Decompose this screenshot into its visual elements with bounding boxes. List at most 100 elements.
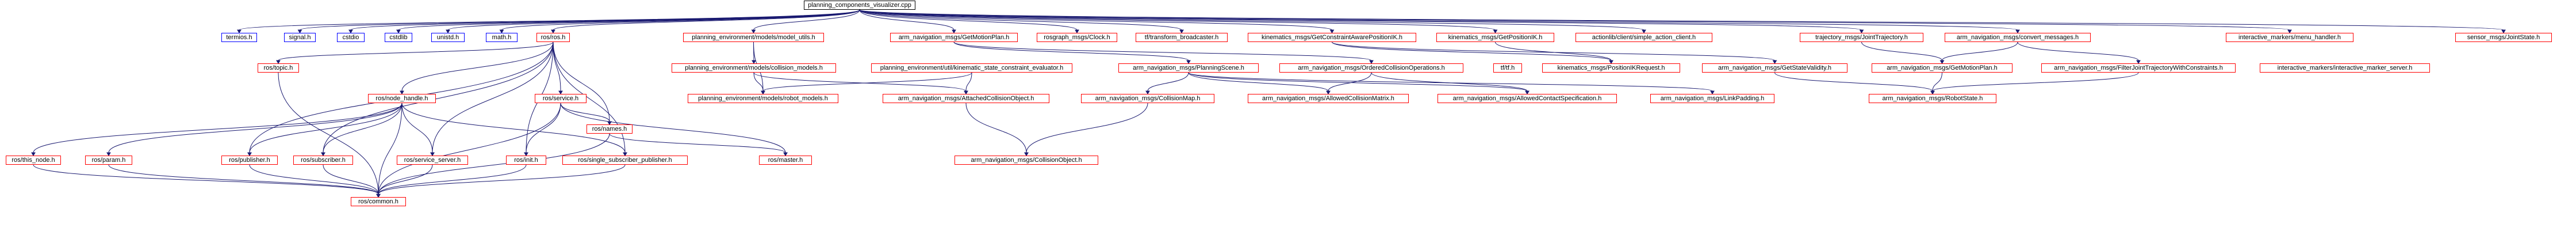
graph-edge [249, 103, 402, 153]
graph-node[interactable]: ros/init.h [506, 156, 546, 165]
graph-edge [753, 9, 860, 31]
graph-node[interactable]: planning_environment/models/model_utils.… [683, 33, 824, 42]
graph-edge [378, 164, 626, 195]
graph-node[interactable]: rosgraph_msgs/Clock.h [1037, 33, 1117, 42]
graph-node[interactable]: math.h [486, 33, 518, 42]
graph-edge [350, 9, 860, 31]
graph-edge [1332, 41, 1775, 61]
graph-edge [762, 72, 972, 92]
graph-edge [108, 103, 402, 153]
graph-edge [553, 41, 561, 92]
graph-edge [447, 9, 860, 31]
graph-edge [33, 164, 379, 195]
graph-edge [560, 103, 610, 122]
graph-node[interactable]: arm_navigation_msgs/RobotState.h [1869, 94, 1996, 103]
graph-edge [278, 41, 554, 61]
graph-edge [859, 9, 1332, 31]
graph-node[interactable]: interactive_markers/menu_handler.h [2226, 33, 2353, 42]
graph-edge [953, 41, 1372, 61]
graph-node[interactable]: arm_navigation_msgs/FilterJointTrajector… [2041, 63, 2236, 73]
graph-edge [1188, 72, 1329, 92]
graph-edge [859, 9, 1078, 31]
graph-node[interactable]: arm_navigation_msgs/AllowedCollisionMatr… [1248, 94, 1409, 103]
graph-edge [249, 164, 379, 195]
graph-node[interactable]: planning_environment/models/robot_models… [688, 94, 838, 103]
graph-node[interactable]: trajectory_msgs/JointTrajectory.h [1800, 33, 1923, 42]
graph-edge [1188, 72, 1713, 92]
graph-node[interactable]: kinematics_msgs/PositionIKRequest.h [1542, 63, 1680, 73]
graph-edge [953, 41, 1189, 61]
graph-node[interactable]: arm_navigation_msgs/GetMotionPlan.h [1872, 63, 2012, 73]
graph-edge [553, 9, 860, 31]
graph-node[interactable]: arm_navigation_msgs/CollisionObject.h [954, 156, 1098, 165]
graph-edge [300, 9, 860, 31]
graph-node[interactable]: arm_navigation_msgs/OrderedCollisionOper… [1279, 63, 1463, 73]
graph-edge [501, 9, 860, 31]
graph-node[interactable]: arm_navigation_msgs/CollisionMap.h [1081, 94, 1214, 103]
graph-node[interactable]: cstdlib [385, 33, 412, 42]
graph-edge [1371, 72, 1528, 92]
graph-node[interactable]: ros/subscriber.h [293, 156, 353, 165]
graph-edge [278, 72, 379, 195]
graph-edge [609, 133, 786, 153]
graph-node[interactable]: interactive_markers/interactive_marker_s… [2260, 63, 2430, 73]
graph-edge [1026, 103, 1148, 153]
graph-node[interactable]: termios.h [221, 33, 257, 42]
graph-edge [753, 72, 764, 92]
graph-node[interactable]: ros/param.h [85, 156, 132, 165]
graph-edge [1328, 72, 1372, 92]
graph-edge [859, 9, 1182, 31]
graph-edge [1932, 72, 2139, 92]
graph-node[interactable]: sensor_msgs/JointState.h [2455, 33, 2552, 42]
graph-node[interactable]: ros/topic.h [258, 63, 299, 73]
graph-node[interactable]: tf/tf.h [1493, 63, 1522, 73]
graph-node[interactable]: actionlib/client/simple_action_client.h [1575, 33, 1712, 42]
graph-edge [859, 9, 1862, 31]
graph-node[interactable]: ros/single_subscriber_publisher.h [562, 156, 688, 165]
graph-node[interactable]: ros/this_node.h [6, 156, 61, 165]
graph-node[interactable]: unistd.h [431, 33, 465, 42]
graph-node[interactable]: ros/names.h [586, 124, 632, 134]
graph-node[interactable]: arm_navigation_msgs/convert_messages.h [1945, 33, 2091, 42]
graph-root-node[interactable]: planning_components_visualizer.cpp [804, 1, 915, 10]
graph-node[interactable]: ros/common.h [351, 197, 406, 206]
graph-edge [1932, 72, 1942, 92]
graph-edge [1147, 72, 1189, 92]
graph-node[interactable]: ros/ros.h [536, 33, 570, 42]
graph-node[interactable]: arm_navigation_msgs/AttachedCollisionObj… [883, 94, 1049, 103]
graph-edge [553, 41, 610, 122]
graph-node[interactable]: planning_environment/util/kinematic_stat… [871, 63, 1072, 73]
graph-node[interactable]: ros/master.h [759, 156, 812, 165]
graph-node[interactable]: ros/service.h [535, 94, 586, 103]
graph-node[interactable]: arm_navigation_msgs/PlanningScene.h [1118, 63, 1259, 73]
graph-edge [859, 9, 1644, 31]
graph-node[interactable]: ros/service_server.h [397, 156, 468, 165]
graph-edge [1495, 41, 1612, 61]
graph-node[interactable]: arm_navigation_msgs/GetMotionPlan.h [890, 33, 1018, 42]
graph-edge [378, 164, 527, 195]
graph-edge [378, 103, 402, 195]
graph-edge [859, 9, 2504, 31]
graph-edge [401, 103, 433, 153]
graph-edge [753, 72, 967, 92]
graph-edge [33, 103, 402, 153]
graph-node[interactable]: ros/node_handle.h [368, 94, 436, 103]
graph-node[interactable]: kinematics_msgs/GetConstraintAwarePositi… [1248, 33, 1416, 42]
graph-node[interactable]: ros/publisher.h [221, 156, 278, 165]
graph-node[interactable]: kinematics_msgs/GetPositionIK.h [1436, 33, 1554, 42]
graph-edge [323, 103, 402, 153]
graph-edge [1774, 72, 1933, 92]
graph-node[interactable]: tf/transform_broadcaster.h [1136, 33, 1228, 42]
graph-node[interactable]: arm_navigation_msgs/GetStateValidity.h [1702, 63, 1847, 73]
graph-edge [323, 41, 554, 153]
graph-edge [398, 9, 860, 31]
graph-edge [378, 164, 433, 195]
graph-node[interactable]: arm_navigation_msgs/AllowedContactSpecif… [1438, 94, 1617, 103]
graph-node[interactable]: planning_environment/models/collision_mo… [672, 63, 836, 73]
graph-edge [859, 9, 954, 31]
graph-node[interactable]: arm_navigation_msgs/LinkPadding.h [1650, 94, 1774, 103]
graph-edge [859, 9, 2018, 31]
graph-node[interactable]: cstdio [337, 33, 365, 42]
graph-node[interactable]: signal.h [284, 33, 316, 42]
